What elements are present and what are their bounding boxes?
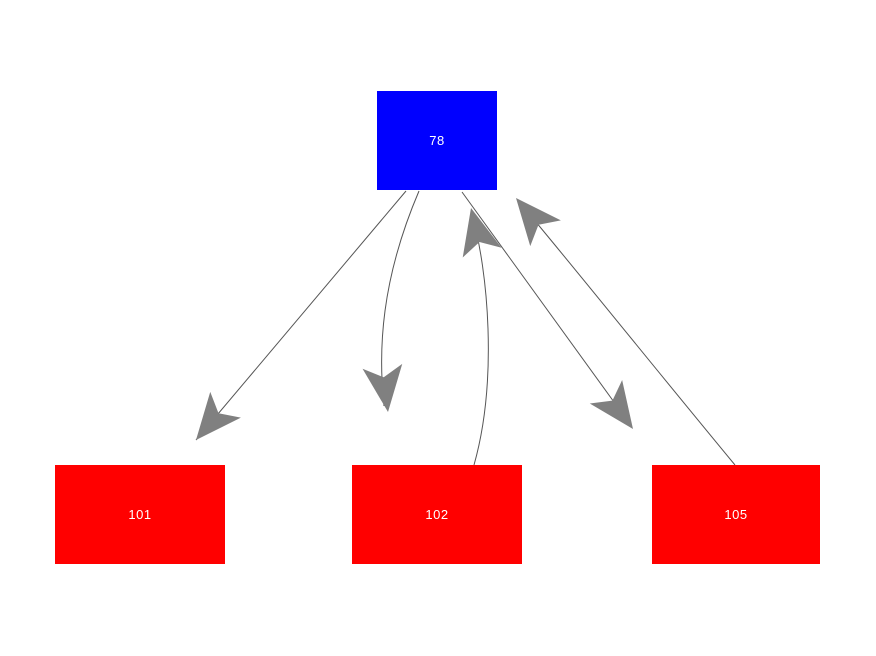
node-label: 105 xyxy=(724,507,748,522)
edge-line-78-to-102 xyxy=(381,190,420,407)
edge-arrowhead-102-to-78 xyxy=(462,208,502,258)
node-label: 101 xyxy=(128,507,152,522)
graph-node-78[interactable]: 78 xyxy=(377,91,497,190)
edge-arrowhead-78-to-101 xyxy=(196,391,241,440)
node-label: 102 xyxy=(425,507,449,522)
edge-arrowhead-105-to-78 xyxy=(516,198,561,247)
graph-node-105[interactable]: 105 xyxy=(652,465,820,564)
graph-node-101[interactable]: 101 xyxy=(55,465,225,564)
node-label: 78 xyxy=(429,133,445,148)
edge-line-102-to-78 xyxy=(471,214,489,466)
graph-node-102[interactable]: 102 xyxy=(352,465,522,564)
edge-arrowhead-78-to-102 xyxy=(362,363,403,412)
edge-arrowhead-78-to-105 xyxy=(589,380,633,429)
edge-line-78-to-101 xyxy=(195,190,407,441)
edge-line-78-to-105 xyxy=(461,191,628,421)
